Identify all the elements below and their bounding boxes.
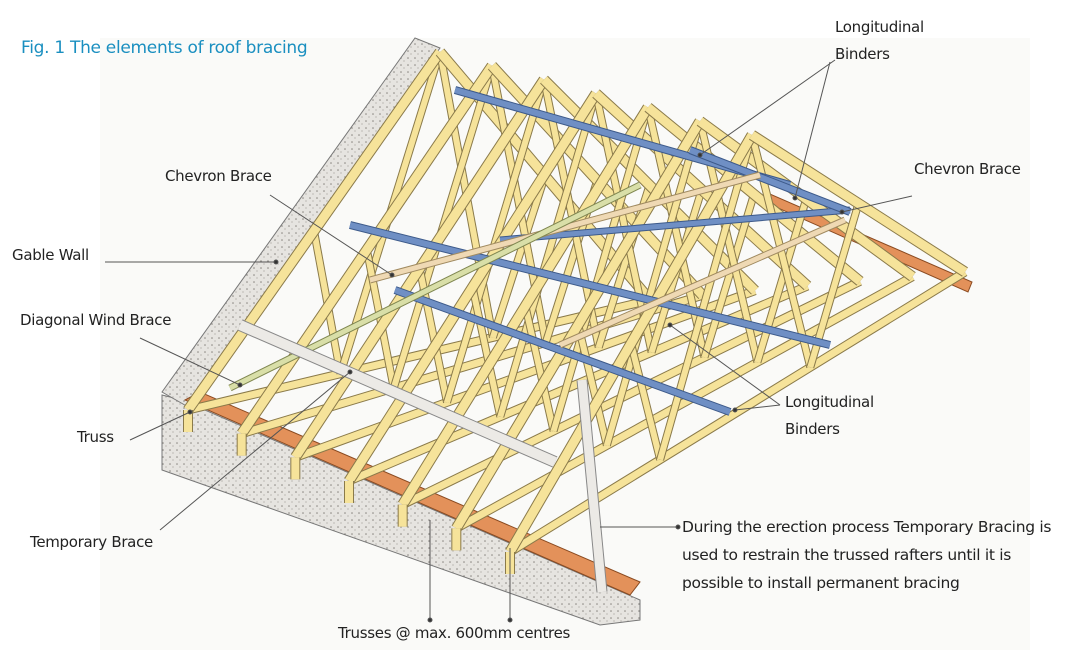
bottom-chord	[508, 269, 967, 555]
web	[469, 286, 504, 418]
rafter-right	[749, 131, 968, 276]
rafter-left	[237, 63, 496, 437]
bottom-chord	[401, 278, 862, 508]
chevron-brace	[369, 172, 761, 283]
longitudinal-binder	[499, 207, 851, 243]
leader-line	[841, 195, 913, 213]
web	[657, 134, 755, 461]
leader-dot	[389, 272, 395, 278]
label-line: Binders	[785, 420, 840, 438]
leader-line	[159, 371, 351, 531]
chevron-brace	[558, 217, 847, 348]
leader-line	[734, 404, 781, 411]
web	[550, 106, 651, 432]
rafter-left	[345, 91, 600, 484]
rafter-left	[398, 104, 652, 508]
label-chevron-brace-left: Chevron Brace	[165, 167, 272, 185]
leader-line	[139, 337, 241, 386]
label-trusses-spacing: Trusses @ max. 600mm centres	[338, 624, 571, 642]
leader-dot	[667, 322, 673, 328]
note-line: possible to install permanent bracing	[682, 574, 960, 592]
longitudinal-binder	[393, 287, 732, 415]
label-temporary-brace: Temporary Brace	[30, 533, 153, 551]
leader-dot	[187, 409, 193, 415]
longitudinal-binder	[688, 147, 852, 215]
label-longitudinal-binders-top: Longitudinal Binders	[835, 14, 924, 68]
leader-line	[669, 324, 781, 406]
label-chevron-brace-right: Chevron Brace	[914, 160, 1021, 178]
label-longitudinal-binders-mid: Longitudinal Binders	[785, 389, 874, 443]
longitudinal-binder	[349, 222, 831, 348]
temporary-bracing-note: During the erection process Temporary Br…	[682, 513, 1051, 597]
bottom-chord	[454, 273, 915, 532]
note-line: During the erection process Temporary Br…	[682, 518, 1052, 536]
rafter-left	[452, 118, 704, 531]
leader-dot	[732, 407, 738, 413]
label-line: Longitudinal	[785, 393, 874, 411]
leader-dot	[273, 259, 279, 265]
bottom-chord	[294, 287, 757, 461]
label-gable-wall: Gable Wall	[12, 246, 89, 264]
web	[754, 198, 810, 364]
label-truss: Truss	[77, 428, 114, 446]
rafter-left	[506, 132, 756, 555]
temporary-brace	[238, 320, 557, 467]
gable-wall	[161, 37, 441, 409]
leader-dot	[507, 617, 513, 623]
label-line: Longitudinal	[835, 18, 924, 36]
figure-title: Fig. 1 The elements of roof bracing	[21, 38, 308, 58]
note-line: used to restrain the trussed rafters unt…	[682, 546, 1012, 564]
web	[575, 324, 610, 446]
web	[490, 175, 548, 339]
leader-line	[269, 194, 393, 276]
leader-line	[129, 411, 191, 441]
leader-dot	[792, 195, 798, 201]
leader-dot	[697, 152, 703, 158]
temporary-brace-vertical	[577, 379, 607, 593]
leader-dot	[675, 524, 681, 530]
web	[628, 342, 664, 461]
leader-line	[794, 61, 831, 199]
web	[603, 120, 703, 447]
truss	[397, 103, 864, 527]
leader-dot	[347, 369, 353, 375]
leader-dot	[237, 382, 243, 388]
label-diagonal-wind-brace: Diagonal Wind Brace	[20, 311, 172, 329]
label-line: Binders	[835, 45, 890, 63]
rafter-left	[184, 49, 444, 413]
rafter-right	[645, 103, 863, 285]
web	[497, 92, 599, 418]
leader-dot	[427, 617, 433, 623]
leader-dot	[839, 209, 845, 215]
web	[522, 305, 557, 432]
leader-line	[699, 59, 836, 156]
